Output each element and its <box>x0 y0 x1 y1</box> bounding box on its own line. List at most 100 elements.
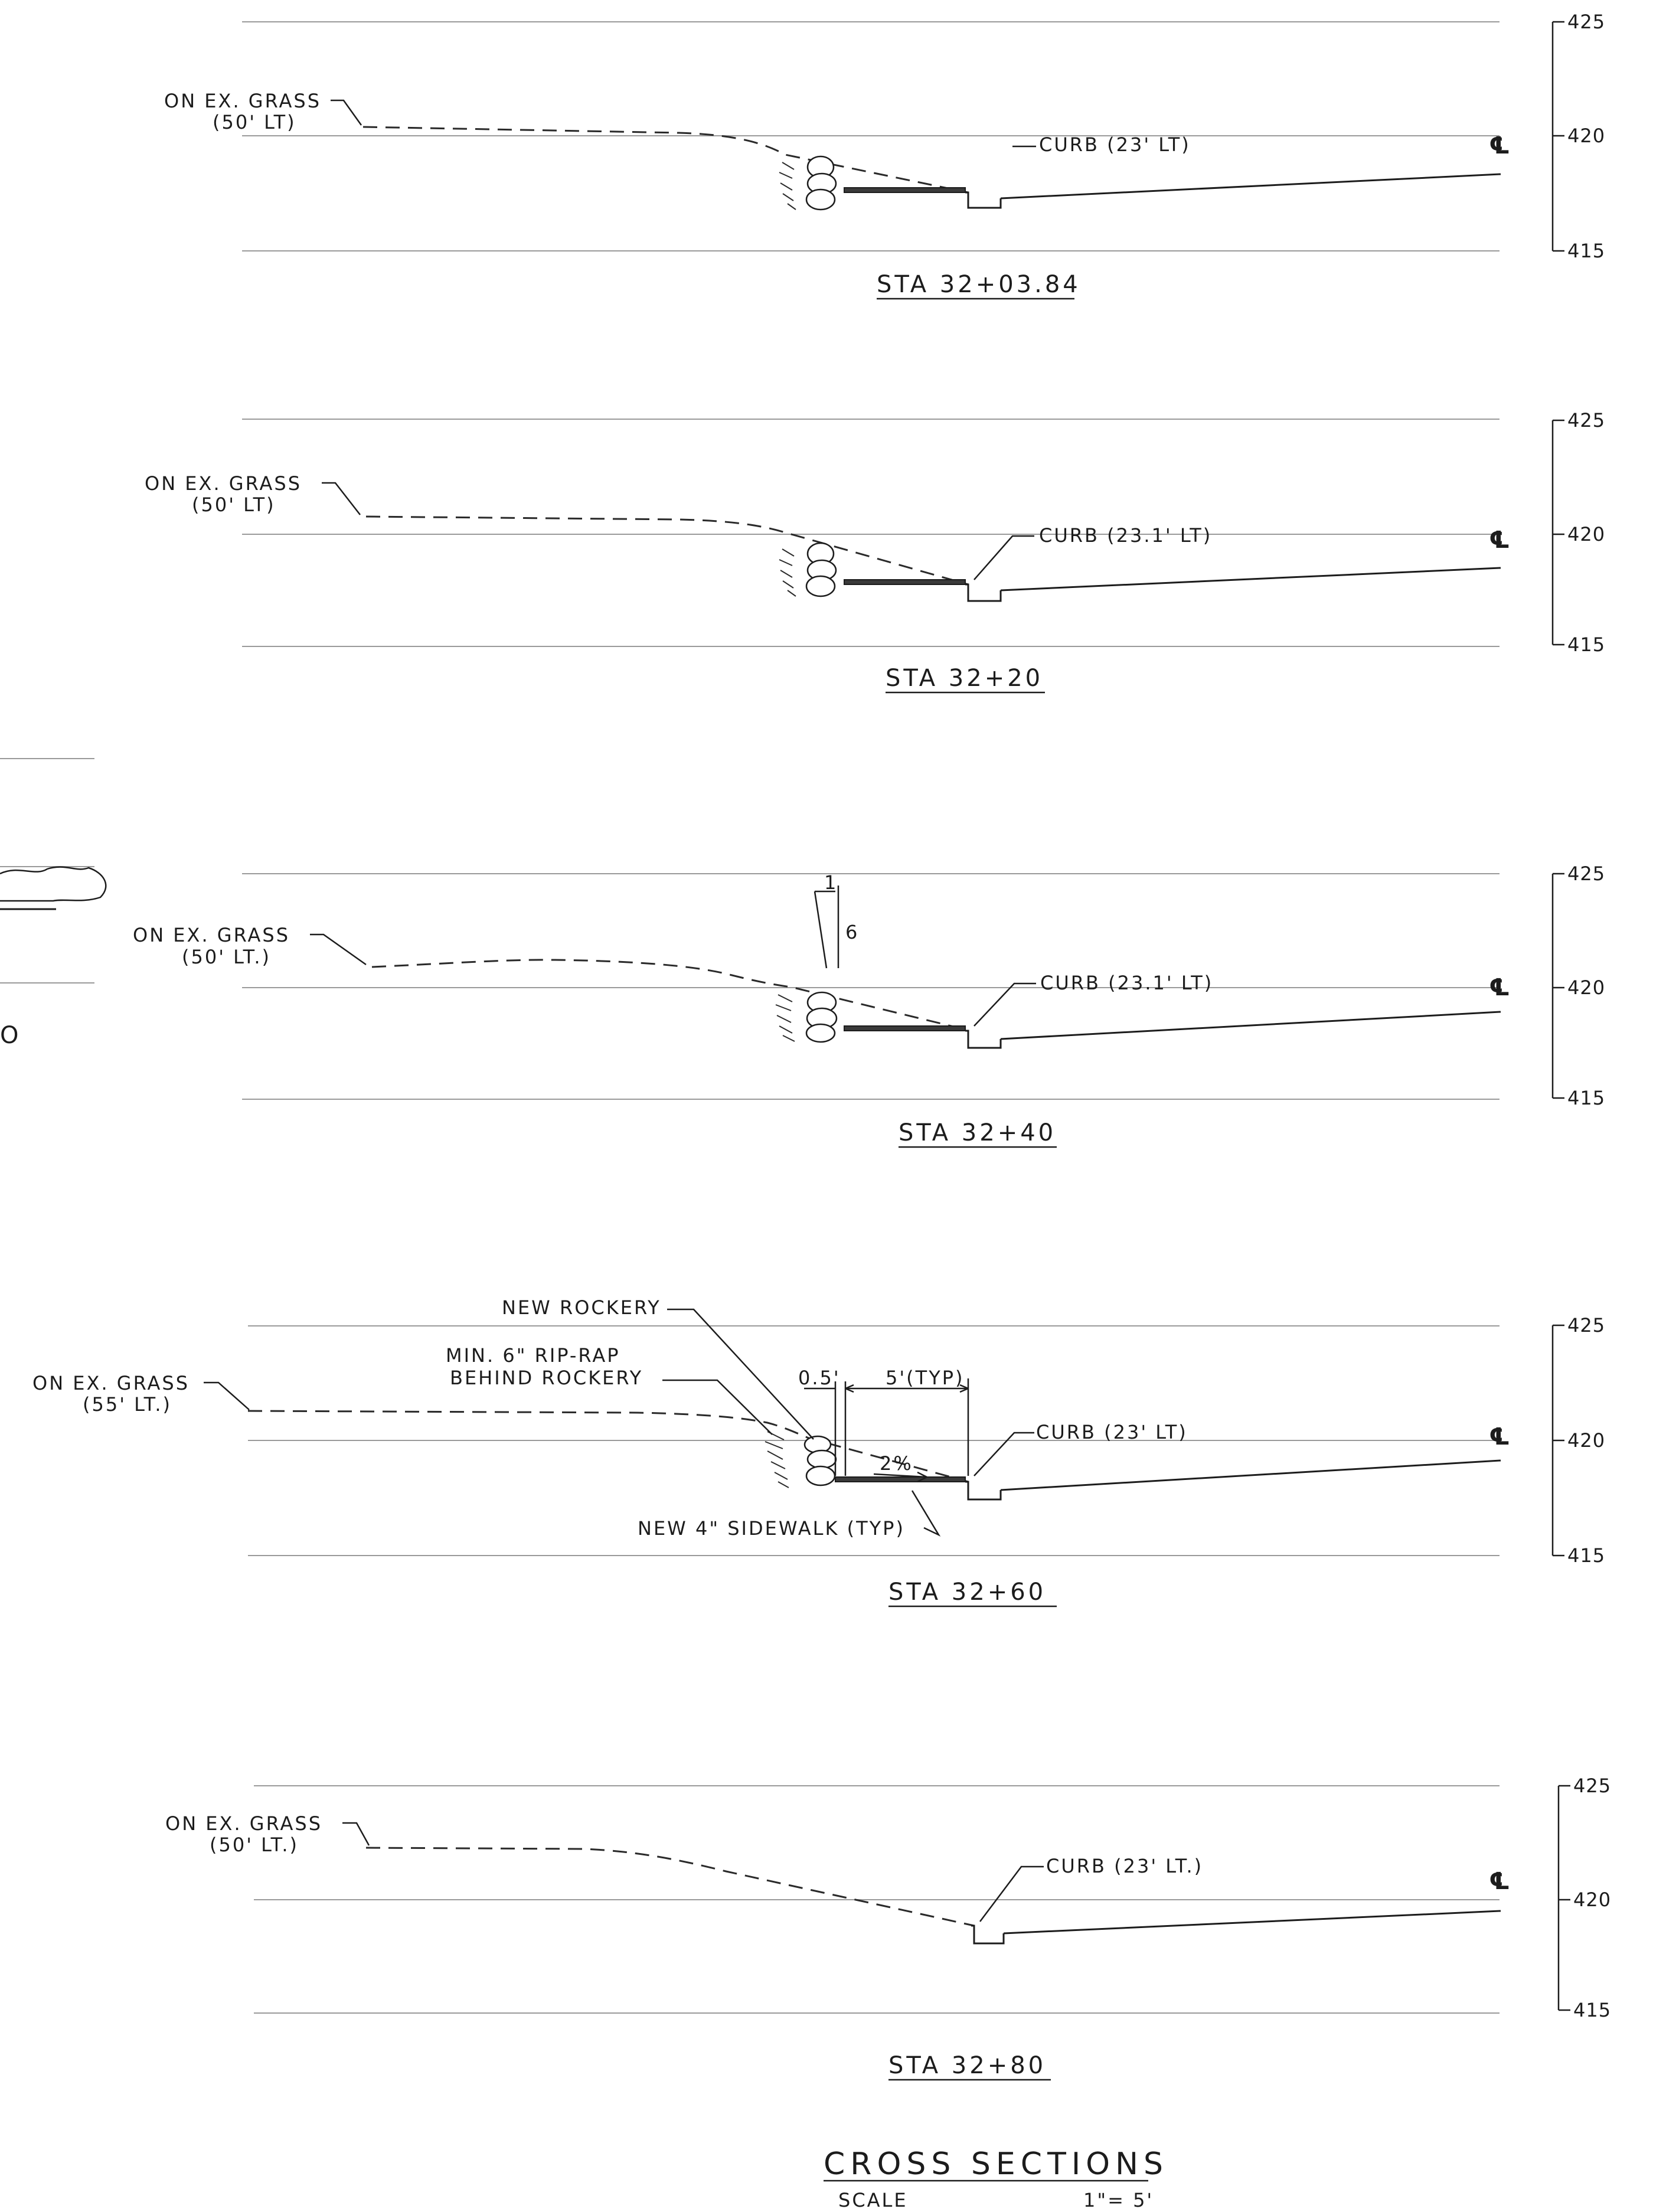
grass-leader-line <box>322 482 361 515</box>
grass-leader-line <box>342 1822 370 1846</box>
section-sta-32-40: 425 420 415 1 6 ON EX. GRASS (50' LT.) C… <box>133 862 1605 1148</box>
existing-grass-label: ON EX. GRASS <box>165 1812 322 1835</box>
elevation-scale: 425 420 415 <box>1557 1775 1611 2021</box>
existing-grass-offset-label: (50' LT.) <box>210 1834 299 1856</box>
scale-value: 1"= 5' <box>1083 2189 1154 2211</box>
elevation-label-420: 420 <box>1567 976 1605 999</box>
elevation-scale: 425 420 415 <box>1551 862 1605 1109</box>
dimension-lines: 0.5' 5'(TYP) 2% <box>798 1367 969 1483</box>
grass-leader-line <box>310 933 367 966</box>
elevation-scale: 425 420 415 <box>1551 409 1605 656</box>
existing-grass-label: ON EX. GRASS <box>32 1372 190 1394</box>
proposed-roadway-line <box>1000 1459 1501 1491</box>
adjacent-section-fragment: O <box>0 758 107 1049</box>
curb-label: CURB (23' LT.) <box>1046 1855 1203 1877</box>
station-label: STA 32+80 <box>888 2052 1046 2079</box>
existing-grass-label: ON EX. GRASS <box>164 90 321 112</box>
elevation-label-415: 415 <box>1567 1087 1605 1109</box>
section-sta-32-03-84: 425 420 415 ON EX. GRASS (50' LT) CURB (… <box>164 11 1605 300</box>
elevation-label-425: 425 <box>1567 862 1605 885</box>
curb <box>965 1030 1002 1049</box>
existing-ground-line <box>247 1410 969 1483</box>
curb-leader-line <box>973 535 1034 580</box>
station-label: STA 32+20 <box>886 665 1043 692</box>
sidewalk-leader-line <box>911 1490 941 1537</box>
slope-ratio-rise: 1 <box>824 871 838 894</box>
sidewalk <box>844 1025 966 1031</box>
elevation-label-425: 425 <box>1573 1775 1611 1797</box>
station-label: STA 32+40 <box>899 1119 1056 1146</box>
sidewalk <box>844 579 966 585</box>
section-sta-32-80: 425 420 415 ON EX. GRASS (50' LT.) CURB … <box>165 1775 1611 2081</box>
proposed-roadway-line <box>1003 1910 1501 1935</box>
curb-label: CURB (23' LT) <box>1039 133 1191 156</box>
existing-grass-offset-label: (55' LT.) <box>83 1393 172 1416</box>
grass-leader-line <box>331 99 362 126</box>
rockery-leader-line <box>667 1308 814 1440</box>
station-label: STA 32+60 <box>888 1579 1046 1606</box>
existing-ground-line <box>365 515 969 586</box>
existing-grass-offset-label: (50' LT) <box>213 111 296 133</box>
elevation-label-415: 415 <box>1573 1999 1611 2021</box>
centerline-symbol: ℄ <box>1489 132 1510 159</box>
section-sta-32-20: 425 420 415 ON EX. GRASS (50' LT) CURB (… <box>145 409 1605 694</box>
sidewalk <box>844 187 966 193</box>
existing-ground-line <box>362 126 969 194</box>
station-label: STA 32+03.84 <box>877 271 1081 298</box>
elevation-label-425: 425 <box>1567 409 1605 432</box>
proposed-roadway-line <box>1000 567 1501 592</box>
cross-slope-label: 2% <box>880 1452 913 1475</box>
centerline-symbol: ℄ <box>1489 1868 1510 1895</box>
slope-ratio-run: 6 <box>845 921 859 943</box>
riprap-label: MIN. 6" RIP-RAP <box>446 1344 620 1367</box>
curb-label: CURB (23.1' LT) <box>1039 524 1212 547</box>
sheet-title: CROSS SECTIONS <box>824 2146 1168 2182</box>
proposed-roadway-line <box>1000 173 1501 200</box>
curb-label: CURB (23.1' LT) <box>1040 972 1213 994</box>
elevation-scale: 425 420 415 <box>1551 11 1605 262</box>
elevation-label-415: 415 <box>1567 633 1605 656</box>
curb <box>965 583 1002 602</box>
proposed-roadway-line <box>1000 1011 1501 1040</box>
existing-grass-offset-label: (50' LT) <box>192 494 276 516</box>
fragment-rockery <box>0 866 107 902</box>
curb-label: CURB (23' LT) <box>1036 1421 1188 1443</box>
sidewalk <box>835 1476 966 1482</box>
elevation-label-420: 420 <box>1567 523 1605 545</box>
existing-ground-line <box>371 959 969 1031</box>
centerline-symbol: ℄ <box>1489 527 1510 554</box>
elevation-label-415: 415 <box>1567 1544 1605 1567</box>
elevation-label-420: 420 <box>1573 1888 1611 1911</box>
sheet-title-block: CROSS SECTIONS SCALE 1"= 5' <box>824 2146 1168 2211</box>
existing-grass-offset-label: (50' LT.) <box>182 946 271 968</box>
curb-leader-line <box>973 1432 1034 1476</box>
elevation-scale: 425 420 415 <box>1551 1314 1605 1567</box>
riprap-leader-line <box>662 1379 773 1435</box>
sidewalk-width-dimension-label: 5'(TYP) <box>886 1367 965 1389</box>
sidewalk-label: NEW 4" SIDEWALK (TYP) <box>638 1517 905 1540</box>
curb <box>971 1925 1005 1945</box>
rockery-label: NEW ROCKERY <box>502 1296 661 1319</box>
centerline-symbol: ℄ <box>1489 1423 1510 1450</box>
slope-ratio-symbol: 1 6 <box>814 871 859 969</box>
elevation-label-415: 415 <box>1567 240 1605 262</box>
centerline-symbol: ℄ <box>1489 974 1510 1001</box>
curb-leader-line <box>979 1865 1044 1922</box>
offset-dimension-label: 0.5' <box>798 1367 841 1389</box>
fragment-station-text: O <box>0 1022 21 1049</box>
existing-grass-label: ON EX. GRASS <box>133 924 290 946</box>
grass-leader-line <box>204 1381 250 1410</box>
rockery <box>779 155 837 211</box>
elevation-label-420: 420 <box>1567 1429 1605 1452</box>
rockery <box>775 991 838 1043</box>
elevation-label-425: 425 <box>1567 11 1605 33</box>
elevation-label-425: 425 <box>1567 1314 1605 1337</box>
section-sta-32-60: 425 420 415 0.5' 5'(TYP) 2% O <box>32 1296 1605 1607</box>
curb-leader-line <box>973 982 1036 1027</box>
scale-label: SCALE <box>838 2189 908 2211</box>
curb <box>965 191 1002 209</box>
existing-grass-label: ON EX. GRASS <box>145 472 302 495</box>
curb <box>965 1481 1002 1501</box>
rockery <box>765 1431 837 1488</box>
